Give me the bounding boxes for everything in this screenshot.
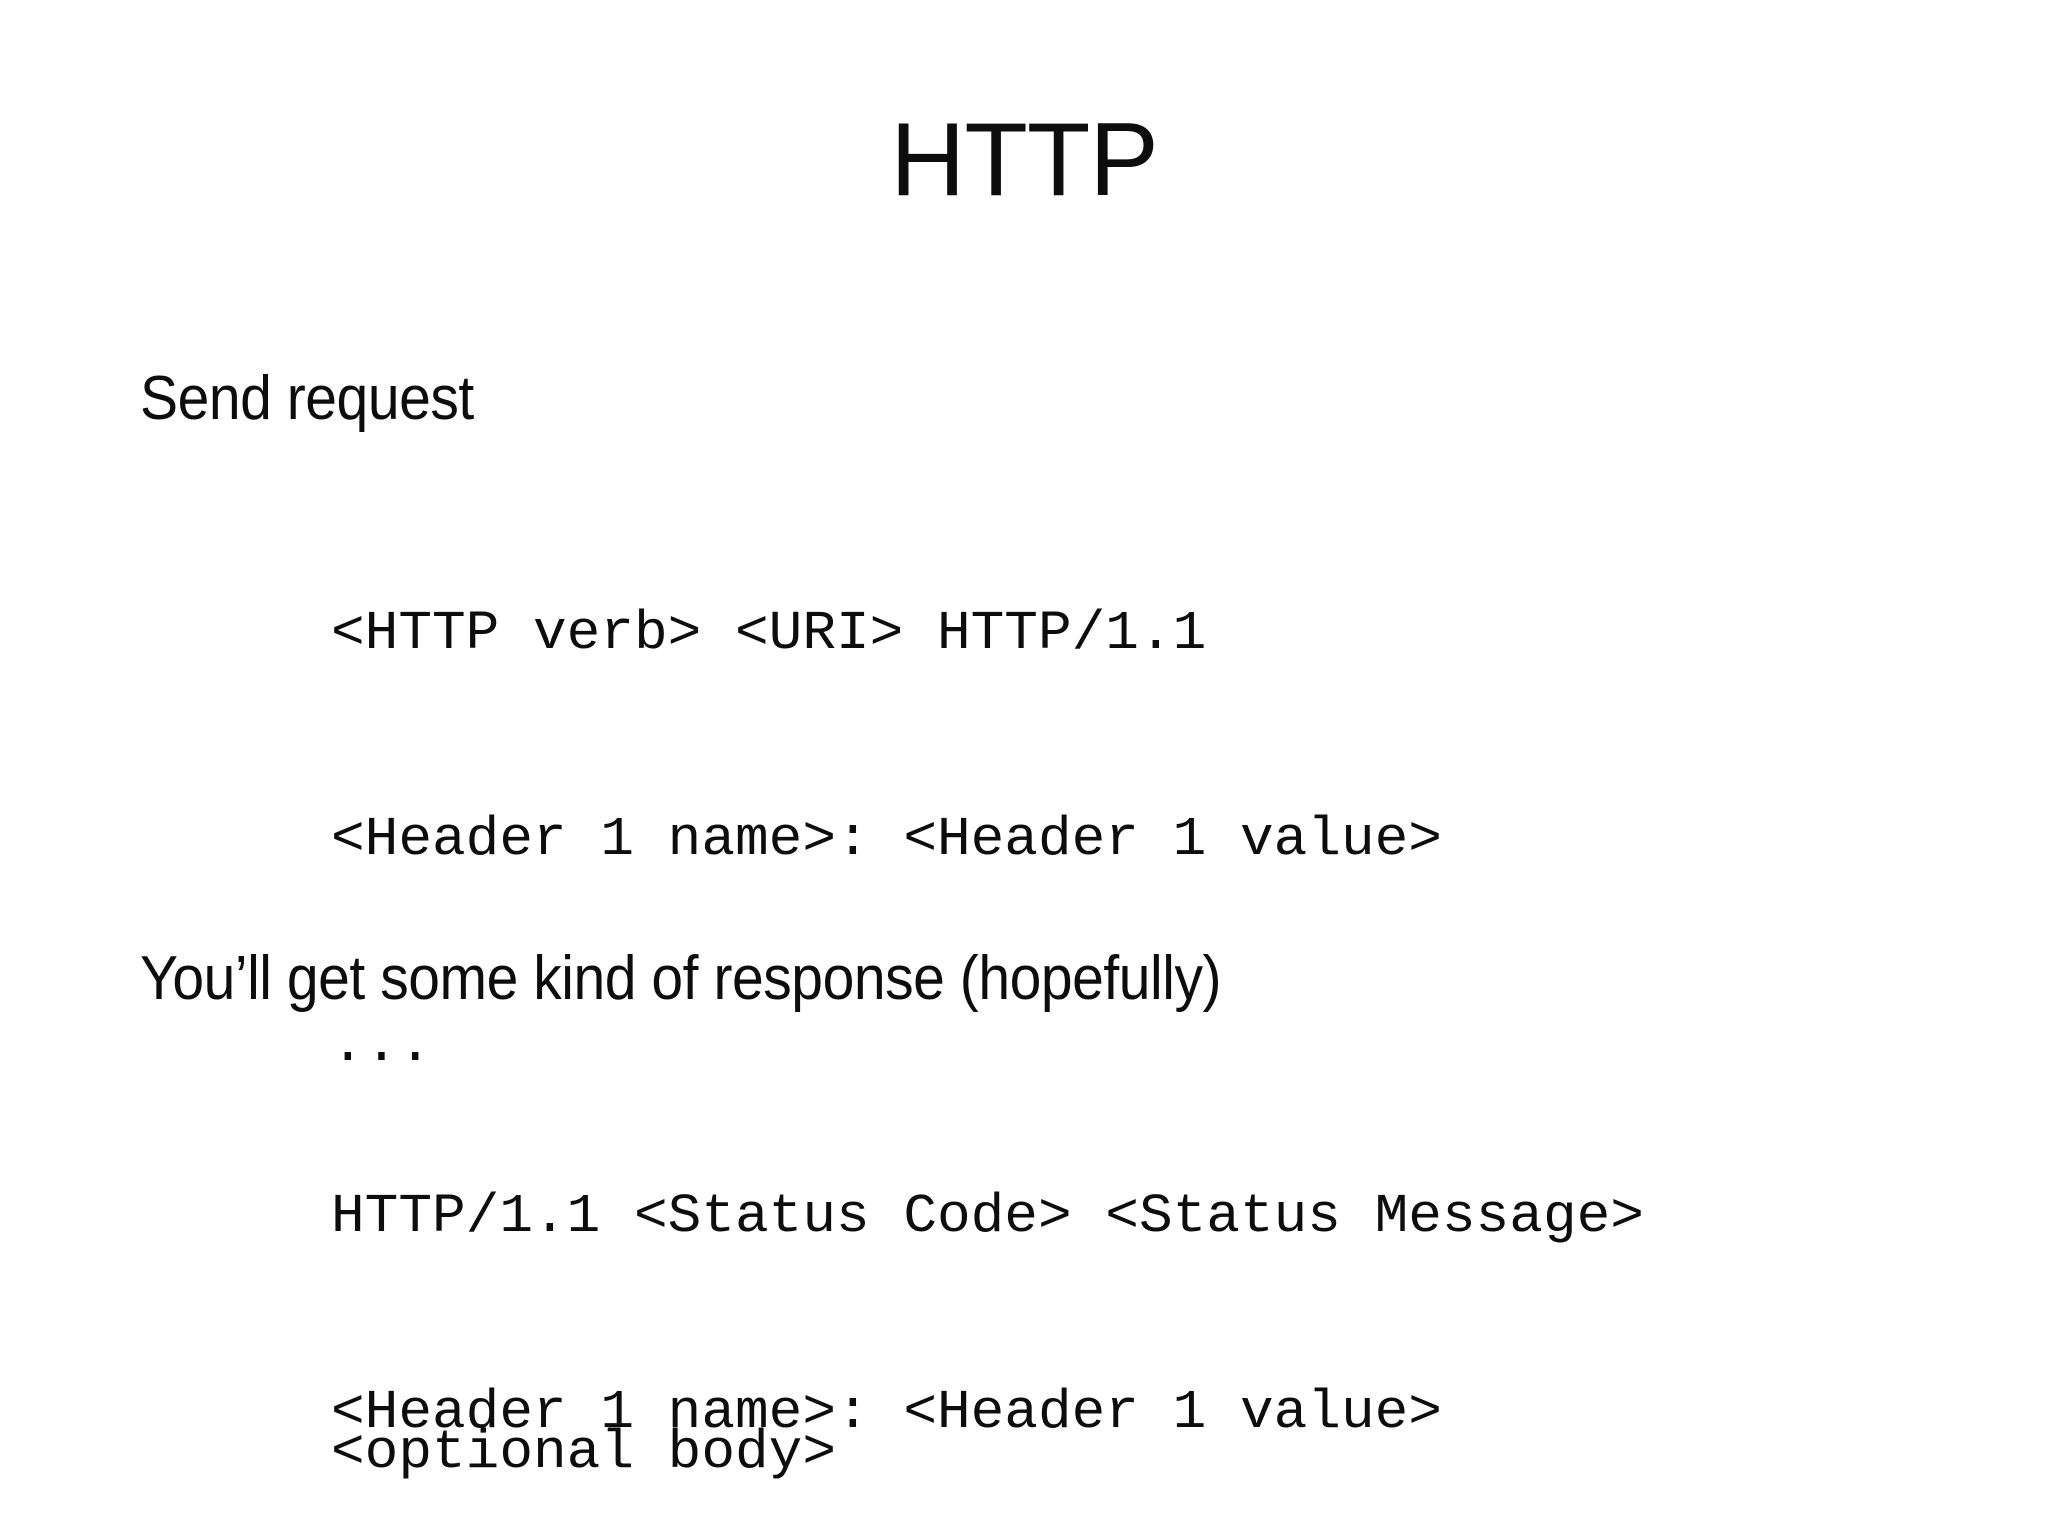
code-line-request-body: <optional body>: [331, 1421, 836, 1484]
code-line-request-ellipsis: ...: [331, 1014, 433, 1077]
code-line-request-status: <HTTP verb> <URI> HTTP/1.1: [331, 602, 1207, 665]
code-block-response: HTTP/1.1 <Status Code> <Status Message> …: [331, 1056, 1644, 1536]
code-line-response-header: <Header 1 name>: <Header 1 value>: [331, 1381, 1442, 1444]
section-heading-send-request: Send request: [140, 364, 474, 433]
section-heading-response: You’ll get some kind of response (hopefu…: [140, 944, 1222, 1013]
slide-title: HTTP: [890, 102, 1159, 218]
code-line-response-status: HTTP/1.1 <Status Code> <Status Message>: [331, 1185, 1644, 1248]
code-block-request: <HTTP verb> <URI> HTTP/1.1 <Header 1 nam…: [331, 468, 1442, 1536]
code-line-request-header: <Header 1 name>: <Header 1 value>: [331, 808, 1442, 871]
